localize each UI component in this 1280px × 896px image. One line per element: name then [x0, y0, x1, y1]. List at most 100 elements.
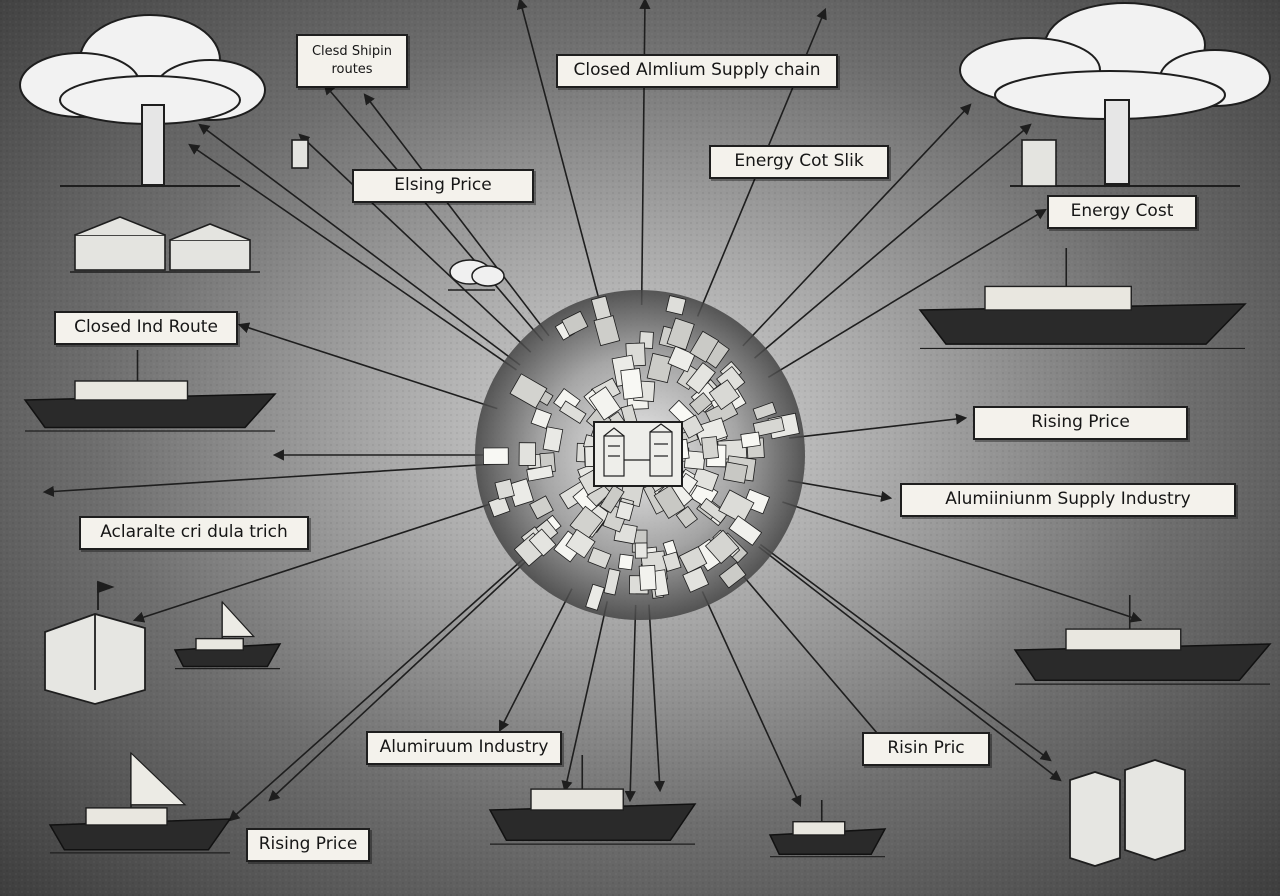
hub-tile — [530, 407, 552, 430]
connector-arrow — [736, 568, 902, 762]
hub-tile — [587, 547, 612, 570]
label-rising-price-bottom: Rising Price — [246, 828, 370, 862]
label-elsing-price: Elsing Price — [352, 169, 534, 203]
ship-group — [23, 248, 1272, 858]
connector-arrow — [516, 0, 603, 311]
hub-tile — [482, 447, 509, 465]
hub-tile — [653, 484, 686, 519]
label-aluminium-supply-industry: Alumiiniunm Supply Industry — [900, 483, 1236, 517]
building-icon — [1021, 139, 1057, 187]
hub-tile — [699, 497, 728, 524]
connector-arrow — [759, 543, 1052, 762]
hub-tile — [526, 464, 554, 482]
connector-arrow — [42, 463, 491, 498]
hub-tile — [620, 367, 644, 400]
connector-arrow — [198, 123, 521, 366]
connector-arrow — [787, 479, 893, 503]
hub-tile — [599, 484, 625, 514]
hub-tile — [561, 310, 589, 337]
hub-tile — [528, 528, 557, 557]
connector-arrow — [132, 500, 498, 623]
connector-arrow — [782, 501, 1143, 623]
hub-tile — [529, 495, 554, 520]
hub-tile — [723, 461, 748, 484]
cloud-icon — [448, 259, 505, 291]
sailboat-icon — [48, 751, 232, 854]
hub-tile — [665, 295, 687, 316]
hub-tile — [559, 400, 587, 424]
hub-tile — [718, 562, 747, 589]
connector-arrow — [639, 0, 651, 306]
connector-arrow — [788, 413, 968, 439]
cargo-ship-icon — [1013, 595, 1272, 685]
connector-arrow — [268, 556, 531, 802]
hub-tile — [704, 529, 740, 565]
hub-tile — [634, 542, 648, 559]
hub-tile — [680, 414, 705, 439]
warehouse-icon — [44, 580, 146, 705]
label-closed-ind-route: Closed Ind Route — [54, 311, 238, 345]
hub-paper-tiles — [482, 295, 800, 611]
connector-arrow — [323, 83, 544, 342]
hub-tile — [588, 386, 622, 421]
hub-tile — [752, 401, 777, 421]
connector-arrow — [228, 554, 529, 822]
hub-tile — [689, 330, 720, 363]
hub-tile — [662, 551, 682, 572]
label-closed-shipping-routes: Clesd Shipin routes — [296, 34, 408, 88]
hub-tile — [617, 553, 634, 571]
connector-arrow — [701, 591, 802, 808]
connector-arrow — [624, 604, 637, 803]
arrow-group — [42, 0, 1143, 822]
label-rising-price-right: Rising Price — [973, 406, 1188, 440]
connector-arrow — [237, 322, 498, 410]
hub-tile — [593, 315, 621, 347]
hub-tile — [615, 500, 635, 522]
connector-arrow — [498, 588, 573, 732]
hub-tile — [689, 392, 713, 416]
hub-tile — [683, 450, 706, 470]
connector-arrow — [188, 143, 517, 371]
hub-tile — [646, 352, 674, 384]
sailboat-icon — [173, 600, 282, 670]
hub-tile — [752, 417, 785, 438]
label-alaralte-dula-trich: Aclaralte cri dula trich — [79, 516, 309, 550]
cargo-ship-icon — [768, 800, 887, 858]
label-energy-cost: Energy Cost — [1047, 195, 1197, 229]
hub-tile — [603, 568, 621, 596]
hub-tile — [509, 373, 548, 409]
warehouse-icon — [1069, 759, 1186, 867]
connector-arrow — [298, 133, 532, 353]
hub-tile — [638, 564, 657, 591]
hub-tile — [542, 426, 564, 453]
central-hub — [475, 290, 805, 620]
connector-arrow — [363, 93, 550, 337]
hub-tile — [718, 489, 755, 525]
hub-tile — [708, 379, 741, 411]
connector-arrow — [742, 103, 972, 347]
hub-tile — [585, 583, 605, 611]
cargo-ship-icon — [23, 350, 277, 432]
hub-tile — [666, 317, 695, 351]
hub-tile — [691, 466, 720, 492]
building-icon — [70, 216, 260, 273]
cargo-ship-icon — [918, 248, 1247, 350]
connector-arrow — [648, 604, 666, 793]
cloud-tree-icon — [19, 14, 266, 187]
label-risin-pric: Risin Pric — [862, 732, 990, 766]
hub-tile — [678, 546, 708, 574]
hub-tile — [705, 399, 739, 428]
hub-tile — [701, 436, 720, 460]
connector-arrow — [561, 601, 609, 793]
factory-drawing — [603, 423, 673, 477]
hub-tile — [487, 495, 511, 518]
hub-tile — [685, 362, 716, 395]
hub-tile — [667, 345, 696, 373]
connector-arrow — [767, 208, 1047, 379]
hub-tile — [518, 442, 537, 466]
hub-tile — [565, 528, 596, 559]
hub-tile — [682, 566, 710, 593]
label-closed-aluminium-supply-chain: Closed Almlium Supply chain — [556, 54, 838, 88]
connector-arrow — [753, 123, 1032, 359]
